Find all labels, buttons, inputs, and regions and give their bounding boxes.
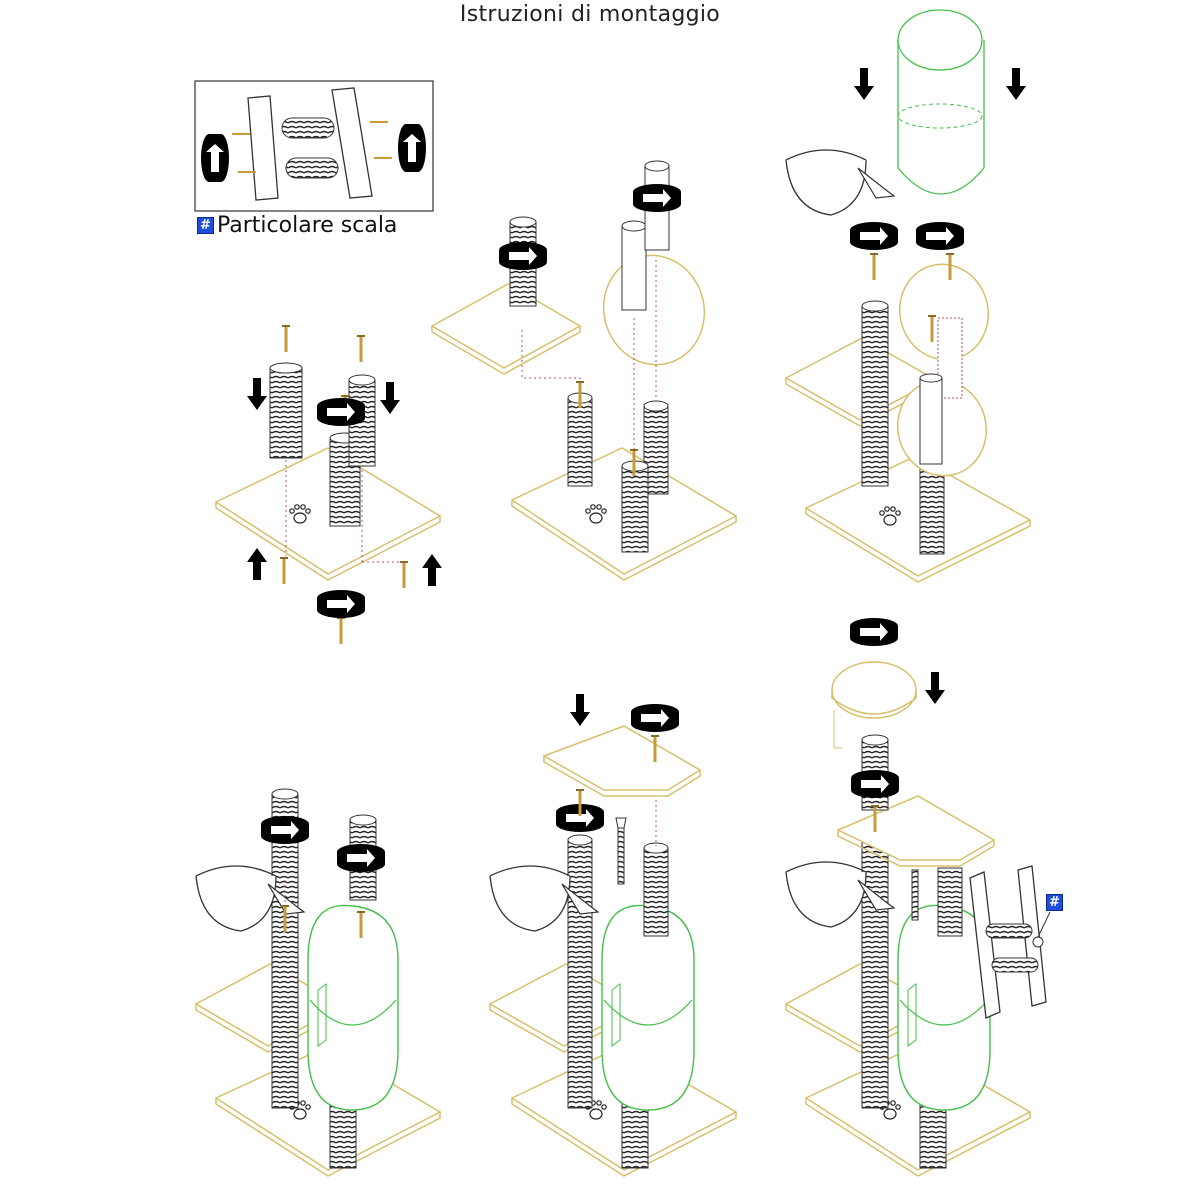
ladder-hash-badge-icon: # — [1046, 894, 1063, 911]
rotate-left-icon — [201, 134, 229, 182]
step-5 — [488, 694, 738, 1177]
ladder-detail-box — [194, 80, 434, 212]
step-3 — [784, 9, 1032, 583]
step-4 — [194, 788, 442, 1177]
ladder-assembly — [969, 865, 1051, 1019]
page-title: Istruzioni di montaggio — [459, 2, 721, 27]
ladder-detail-label: Particolare scala — [217, 213, 398, 238]
hash-badge-icon: # — [197, 217, 214, 234]
step-2 — [430, 160, 738, 581]
step-6 — [784, 618, 1051, 1177]
ladder-detail-caption: # Particolare scala — [197, 213, 397, 238]
rotate-right-icon — [398, 124, 426, 172]
step-1 — [214, 324, 442, 646]
